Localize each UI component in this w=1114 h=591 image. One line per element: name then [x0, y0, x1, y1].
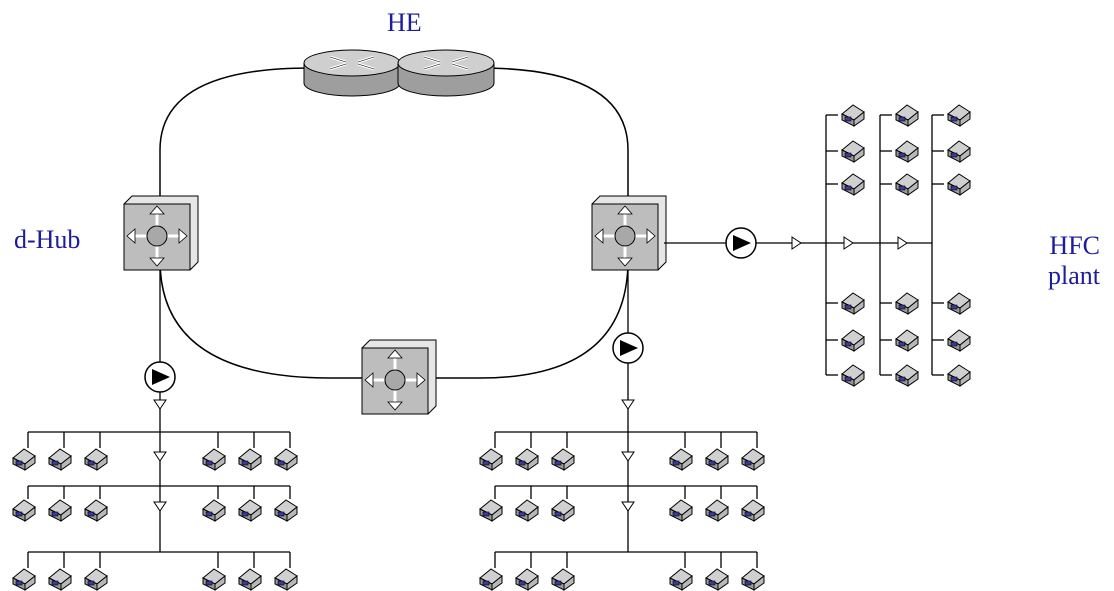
house-icon: [84, 568, 108, 591]
fiber-ring-lower: [159, 259, 629, 379]
house-icon: [274, 568, 298, 591]
house-icon: [48, 448, 72, 471]
hfc-label-line1: HFC: [1049, 231, 1100, 260]
house-icon: [274, 448, 298, 471]
amplifier-icon: [725, 227, 757, 259]
house-icon: [947, 140, 971, 163]
house-icon: [841, 329, 865, 352]
house-icon: [238, 499, 262, 522]
router-icon: [302, 48, 402, 98]
tap-icon: [621, 501, 635, 512]
house-icon: [515, 568, 539, 591]
house-icon: [947, 364, 971, 387]
house-icon: [741, 568, 765, 591]
amplifier-icon: [612, 332, 644, 364]
house-icon: [669, 448, 693, 471]
house-icon: [202, 568, 226, 591]
house-icon: [551, 568, 575, 591]
house-icon: [202, 499, 226, 522]
hfc-plant-label: HFC plant: [1038, 232, 1100, 290]
house-icon: [515, 448, 539, 471]
tap-icon: [621, 451, 635, 462]
house-icon: [947, 104, 971, 127]
house-icon: [895, 140, 919, 163]
house-icon: [479, 448, 503, 471]
house-icon: [841, 173, 865, 196]
house-icon: [48, 568, 72, 591]
amplifier-icon: [144, 361, 176, 393]
switch-icon: [590, 194, 668, 272]
house-icon: [841, 104, 865, 127]
house-icon: [551, 448, 575, 471]
house-icon: [947, 292, 971, 315]
house-icon: [669, 568, 693, 591]
head-end-label: HE: [387, 8, 422, 37]
house-icon: [947, 173, 971, 196]
house-icon: [741, 499, 765, 522]
tap-icon: [897, 236, 908, 250]
house-icon: [669, 499, 693, 522]
house-icon: [841, 140, 865, 163]
house-icon: [895, 104, 919, 127]
router-icon: [396, 48, 496, 98]
tap-icon: [153, 451, 167, 462]
hfc-label-line2: plant: [1048, 261, 1100, 290]
house-icon: [238, 448, 262, 471]
house-icon: [84, 448, 108, 471]
house-icon: [238, 568, 262, 591]
house-icon: [48, 499, 72, 522]
house-group: [12, 104, 971, 591]
right-feeder: [664, 115, 933, 375]
switch-icon: [122, 194, 200, 272]
house-icon: [705, 448, 729, 471]
house-icon: [895, 364, 919, 387]
house-icon: [12, 568, 36, 591]
house-icon: [12, 499, 36, 522]
tap-icon: [153, 501, 167, 512]
house-icon: [479, 568, 503, 591]
tap-icon: [621, 399, 635, 410]
house-icon: [12, 448, 36, 471]
house-icon: [741, 448, 765, 471]
house-icon: [895, 329, 919, 352]
house-icon: [895, 292, 919, 315]
house-icon: [841, 292, 865, 315]
house-icon: [895, 173, 919, 196]
house-icon: [551, 499, 575, 522]
house-icon: [705, 499, 729, 522]
house-icon: [841, 364, 865, 387]
switch-icon: [360, 338, 438, 416]
house-icon: [705, 568, 729, 591]
left-feeder: [28, 270, 290, 553]
house-icon: [479, 499, 503, 522]
tap-icon: [791, 236, 802, 250]
house-icon: [202, 448, 226, 471]
house-icon: [84, 499, 108, 522]
house-icon: [947, 329, 971, 352]
tap-icon: [153, 399, 167, 410]
tap-icon: [843, 236, 854, 250]
house-icon: [274, 499, 298, 522]
d-hub-label: d-Hub: [14, 225, 81, 254]
house-icon: [515, 499, 539, 522]
